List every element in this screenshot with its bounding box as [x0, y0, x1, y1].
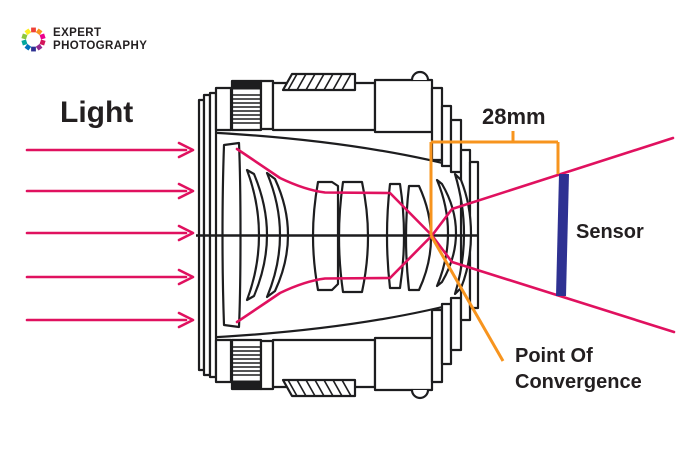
orange-annotations — [429, 131, 560, 362]
lens-glass-elements — [221, 141, 473, 329]
light-ray-bottom — [235, 136, 675, 324]
sensor-label: Sensor — [576, 221, 644, 243]
refracted-light-rays — [235, 136, 676, 334]
brand-name-line1: EXPERT — [53, 27, 102, 39]
lens-barrel-hardware-top — [214, 70, 463, 174]
lens-cross-section — [196, 70, 480, 400]
convergence-label-line1: Point Of — [515, 345, 593, 367]
light-arrow-5 — [25, 311, 195, 329]
light-ray-top — [235, 147, 676, 334]
logo-color-wheel-icon — [21, 27, 46, 52]
light-label: Light — [60, 96, 134, 129]
light-arrow-2 — [25, 182, 195, 200]
focal-length-bracket — [429, 131, 560, 236]
sensor-bar — [556, 174, 569, 296]
brand-logo: EXPERT PHOTOGRAPHY — [20, 26, 147, 53]
light-arrow-3 — [25, 224, 195, 242]
incoming-light-arrows — [25, 141, 195, 329]
convergence-pointer-line — [429, 234, 505, 362]
brand-name-line2: PHOTOGRAPHY — [53, 39, 148, 52]
light-arrow-1 — [25, 141, 195, 159]
light-arrow-4 — [25, 268, 195, 286]
barrel-button-bump — [410, 70, 430, 82]
focal-length-label: 28mm — [482, 104, 546, 129]
convergence-label: Point Of Convergence — [515, 343, 642, 395]
brand-name: EXPERT PHOTOGRAPHY — [53, 27, 147, 52]
convergence-label-line2: Convergence — [515, 371, 642, 393]
